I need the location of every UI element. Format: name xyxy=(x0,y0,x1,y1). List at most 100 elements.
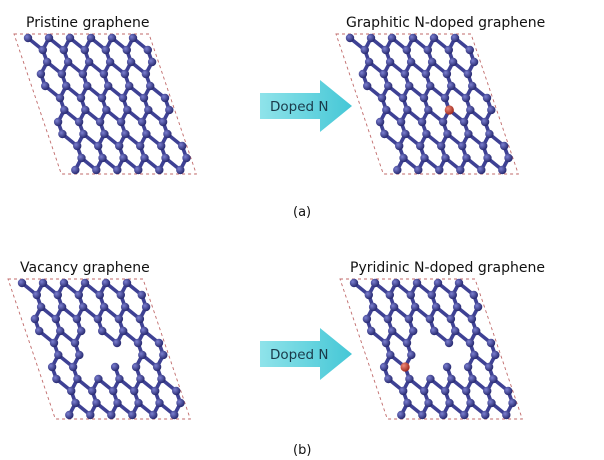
carbon-atom xyxy=(385,57,395,67)
carbon-atom xyxy=(387,33,397,43)
carbon-atom xyxy=(123,105,132,115)
carbon-atom xyxy=(463,362,473,372)
carbon-atom xyxy=(408,33,418,43)
carbon-atom xyxy=(419,93,429,103)
carbon-atom xyxy=(182,153,191,163)
carbon-atom xyxy=(161,153,170,163)
carbon-atom xyxy=(136,141,145,151)
carbon-atom xyxy=(402,338,412,348)
carbon-atom xyxy=(405,81,414,91)
carbon-atom xyxy=(57,69,67,79)
carbon-atom xyxy=(116,290,126,300)
carbon-atom xyxy=(120,302,130,312)
carbon-atom xyxy=(41,81,50,91)
carbon-atom xyxy=(469,57,479,67)
carbon-atom xyxy=(420,153,429,163)
carbon-atom xyxy=(160,93,170,103)
carbon-atom xyxy=(86,410,95,420)
carbon-atom xyxy=(116,117,126,127)
carbon-atom xyxy=(149,410,158,420)
carbon-atom xyxy=(504,386,513,396)
carbon-atom xyxy=(433,278,443,288)
carbon-atom xyxy=(135,314,145,324)
carbon-atom xyxy=(138,350,147,360)
caption-a: (a) xyxy=(293,205,311,220)
carbon-atom xyxy=(388,326,397,336)
carbon-atom xyxy=(176,165,185,175)
carbon-atom xyxy=(396,117,406,127)
carbon-atom xyxy=(358,69,368,79)
carbon-atom xyxy=(370,278,380,288)
carbon-atom xyxy=(128,410,137,420)
carbon-atom xyxy=(452,302,462,312)
carbon-atom xyxy=(65,33,75,43)
carbon-atom xyxy=(122,45,131,55)
carbon-atom xyxy=(113,398,122,408)
carbon-atom xyxy=(461,93,471,103)
carbon-atom xyxy=(63,57,73,67)
carbon-atom xyxy=(36,302,46,312)
carbon-atom xyxy=(142,129,151,139)
carbon-atom xyxy=(157,141,166,151)
carbon-atom xyxy=(421,69,431,79)
carbon-atom xyxy=(94,141,103,151)
carbon-atom xyxy=(360,45,369,55)
carbon-atom xyxy=(431,302,441,312)
carbon-atom xyxy=(444,45,453,55)
carbon-atom xyxy=(76,93,86,103)
unit-cell-outline xyxy=(13,33,197,175)
carbon-atom xyxy=(137,290,146,300)
carbon-atom xyxy=(403,398,412,408)
carbon-atom xyxy=(430,326,439,336)
carbon-atom xyxy=(52,374,61,384)
carbon-atom xyxy=(38,45,47,55)
carbon-atom xyxy=(125,81,134,91)
carbon-atom xyxy=(134,398,143,408)
carbon-atom xyxy=(440,93,450,103)
arrow-label: Doped N xyxy=(270,99,329,115)
panel-title-graphitic: Graphitic N-doped graphene xyxy=(346,15,545,31)
carbon-atom xyxy=(104,81,113,91)
panel-title-pristine: Pristine graphene xyxy=(26,15,150,31)
carbon-atom xyxy=(477,165,486,175)
carbon-atom xyxy=(78,69,88,79)
carbon-atom xyxy=(102,105,111,115)
carbon-atom xyxy=(112,338,122,348)
carbon-atom xyxy=(77,326,86,336)
carbon-atom xyxy=(380,129,389,139)
carbon-atom xyxy=(484,362,494,372)
carbon-atom xyxy=(158,117,168,127)
carbon-atom xyxy=(368,302,378,312)
carbon-atom xyxy=(143,45,152,55)
carbon-atom xyxy=(410,302,420,312)
carbon-atom xyxy=(109,386,118,396)
carbon-atom xyxy=(80,45,90,55)
carbon-atom xyxy=(429,33,439,43)
carbon-atom xyxy=(136,374,145,384)
carbon-atom xyxy=(92,398,101,408)
unit-cell-outline xyxy=(339,278,523,420)
doping-arrow-a: Doped N xyxy=(260,80,352,132)
carbon-atom xyxy=(47,362,57,372)
carbon-atom xyxy=(412,278,422,288)
carbon-atom xyxy=(462,153,471,163)
carbon-atom xyxy=(425,314,435,324)
carbon-atom xyxy=(427,57,437,67)
carbon-atom xyxy=(157,374,166,384)
carbon-atom xyxy=(99,302,109,312)
carbon-atom xyxy=(364,290,373,300)
carbon-atom xyxy=(57,302,67,312)
carbon-atom xyxy=(384,374,393,384)
carbon-atom xyxy=(83,81,92,91)
carbon-atom xyxy=(406,290,415,300)
carbon-atom xyxy=(81,105,90,115)
carbon-atom xyxy=(391,278,401,288)
carbon-atom xyxy=(94,374,103,384)
carbon-atom xyxy=(159,350,168,360)
carbon-atom xyxy=(118,93,128,103)
carbon-atom xyxy=(398,93,408,103)
carbon-atom xyxy=(500,141,509,151)
carbon-atom xyxy=(54,350,63,360)
carbon-atom xyxy=(473,302,483,312)
